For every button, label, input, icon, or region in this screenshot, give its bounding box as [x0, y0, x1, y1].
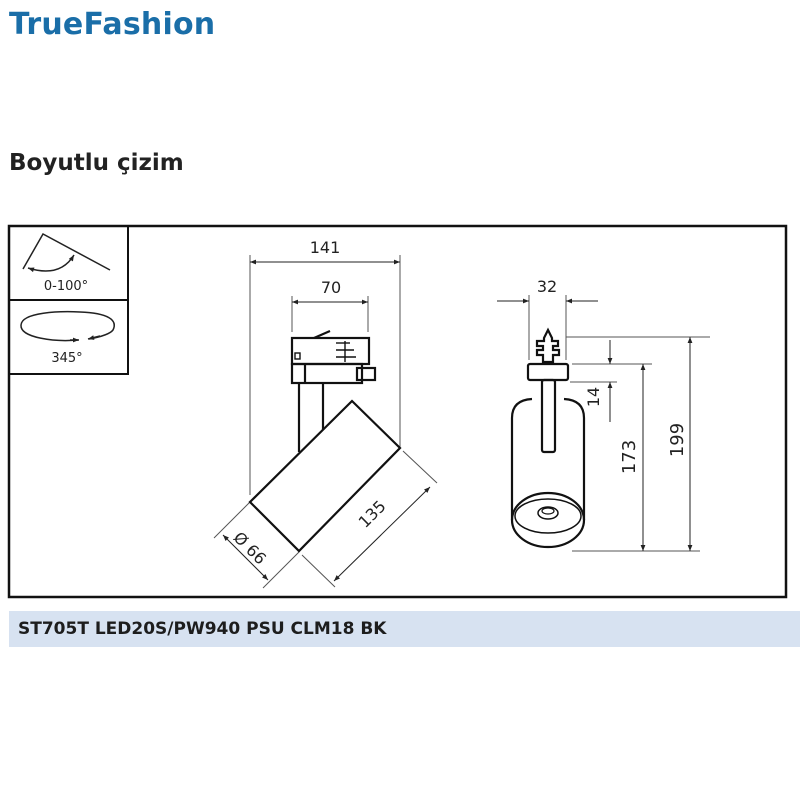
dim-total-height: 199	[667, 423, 688, 457]
tilt-angle-icon	[22, 232, 111, 273]
dim-total-width: 141	[310, 238, 341, 257]
rotation-icon	[20, 310, 115, 343]
dim-adapter-height: 14	[584, 387, 603, 407]
brand-logo-text: TrueFashion	[9, 7, 216, 42]
dim-body-height: 173	[619, 440, 640, 474]
product-code-band: ST705T LED20S/PW940 PSU CLM18 BK	[9, 611, 800, 647]
front-view	[497, 295, 710, 552]
product-code: ST705T LED20S/PW940 PSU CLM18 BK	[18, 619, 387, 639]
section-title: Boyutlu çizim	[9, 150, 184, 176]
dim-adapter-width: 70	[321, 278, 341, 297]
dim-body-length: 135	[355, 497, 390, 532]
tilt-label: 0-100°	[44, 279, 88, 294]
rotation-label: 345°	[51, 351, 82, 366]
side-view	[213, 255, 438, 589]
drawing-frame	[7, 224, 788, 599]
rotation-box	[8, 299, 129, 375]
dim-front-width: 32	[537, 277, 557, 296]
